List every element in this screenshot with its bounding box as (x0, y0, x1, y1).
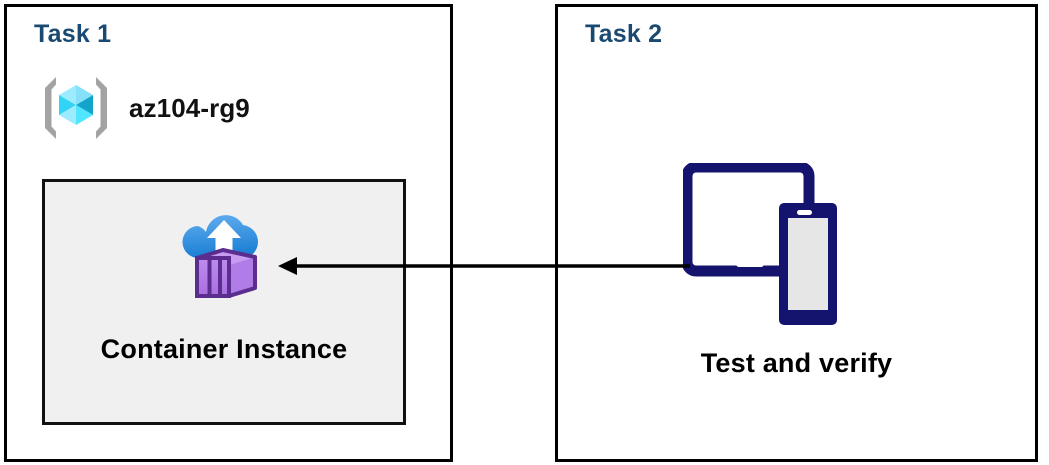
resource-group-row: az104-rg9 (37, 69, 250, 147)
container-instance-node: Container Instance (42, 179, 406, 425)
devices-label: Test and verify (700, 348, 893, 378)
azure-resource-group-icon (37, 69, 115, 147)
task1-title: Task 1 (34, 20, 112, 48)
task2-title: Task 2 (585, 20, 663, 48)
container-instance-label: Container Instance (100, 334, 348, 364)
task-panel-task1: Task 1 (4, 4, 453, 462)
resource-group-label: az104-rg9 (129, 92, 250, 123)
